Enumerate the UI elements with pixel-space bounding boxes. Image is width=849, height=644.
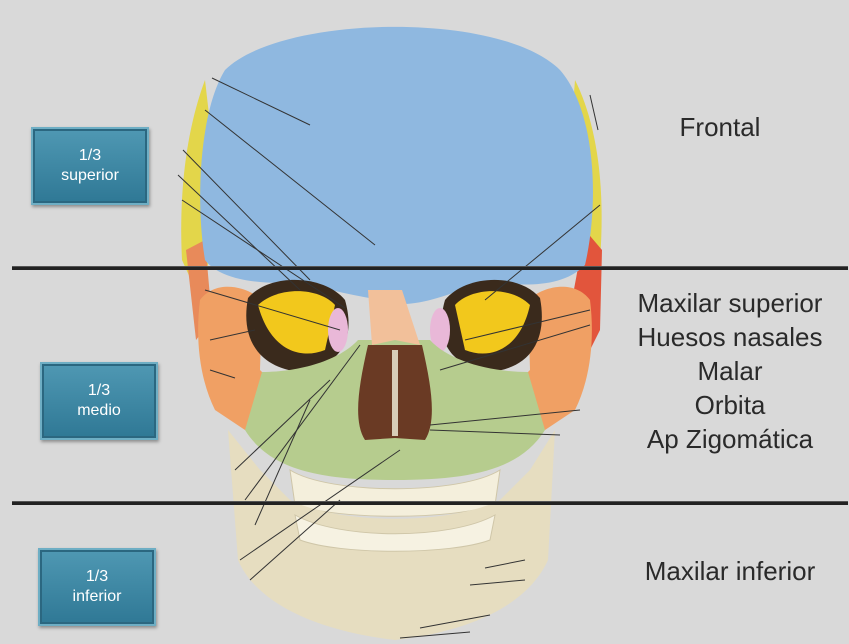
maxilar-inferior-label: Maxilar inferior [620, 554, 840, 588]
label-orbita: Orbita [612, 388, 848, 422]
frontal-label: Frontal [650, 110, 790, 144]
divider-lower [12, 501, 848, 505]
divider-upper [12, 266, 848, 270]
label-ap-zigomatica: Ap Zigomática [612, 422, 848, 456]
zone-inferior-button[interactable]: 1/3 inferior [38, 548, 156, 626]
zone-superior-fraction: 1/3 [33, 146, 147, 166]
zone-medio-label: medio [42, 401, 156, 421]
zone-superior-button[interactable]: 1/3 superior [31, 127, 149, 205]
medio-bone-list: Maxilar superior Huesos nasales Malar Or… [612, 286, 848, 456]
zone-inferior-fraction: 1/3 [40, 567, 154, 587]
frontal-bone [200, 27, 593, 304]
label-huesos-nasales: Huesos nasales [612, 320, 848, 354]
zone-inferior-label: inferior [40, 587, 154, 607]
label-malar: Malar [612, 354, 848, 388]
zone-superior-label: superior [33, 166, 147, 186]
zone-medio-fraction: 1/3 [42, 381, 156, 401]
zone-medio-button[interactable]: 1/3 medio [40, 362, 158, 440]
label-maxilar-superior: Maxilar superior [612, 286, 848, 320]
